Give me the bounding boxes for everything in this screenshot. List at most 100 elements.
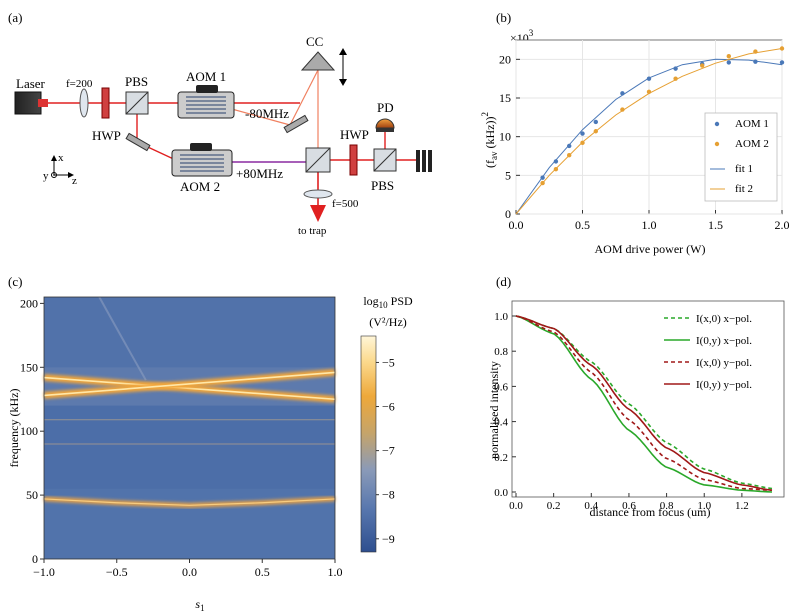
chart-d-ytick-label: 0.4 <box>494 417 508 429</box>
axis-x-label: x <box>58 152 64 164</box>
chart-c-ylabel: frequency (kHz) <box>7 389 21 468</box>
chart-b-point <box>620 107 625 112</box>
trap-label: to trap <box>298 225 327 237</box>
chart-b-legend-marker <box>714 121 720 127</box>
chart-c: frequency (kHz) s1 log10 PSD (V²/Hz) −1.… <box>7 294 413 613</box>
chart-b-point <box>779 46 785 51</box>
chart-b-ytick-label: 10 <box>499 130 511 144</box>
chart-b-legend-marker <box>714 141 720 147</box>
panel-label-a: (a) <box>8 10 22 25</box>
chart-b-ytick-label: 0 <box>505 207 511 221</box>
colorbar-tick-label: −8 <box>382 488 395 502</box>
chart-b-xtick-label: 1.5 <box>708 218 723 232</box>
cc-label: CC <box>306 34 323 49</box>
axis-y-label: y <box>43 170 49 182</box>
chart-b-legend-label: fit 1 <box>735 163 753 175</box>
chart-b-xtick-label: 0.5 <box>575 218 590 232</box>
colorbar <box>360 335 377 553</box>
arrow-to-trap-icon <box>310 205 326 222</box>
chart-b-point <box>753 49 758 54</box>
heatmap-band <box>44 297 335 368</box>
laser-icon <box>14 91 42 115</box>
chart-c-xtick-label: 0.0 <box>182 565 197 579</box>
chart-b-legend-label: AOM 2 <box>735 138 769 150</box>
beam-to-cc <box>289 69 319 126</box>
chart-b-xlabel: AOM drive power (W) <box>595 242 706 256</box>
chart-b-point <box>567 143 572 149</box>
chart-d-xtick-label: 0.0 <box>509 500 523 512</box>
hwp2-label: HWP <box>340 127 369 142</box>
chart-b-xtick-label: 2.0 <box>775 218 790 232</box>
chart-b-point <box>580 140 585 146</box>
chart-d-ytick-label: 0.0 <box>494 487 508 499</box>
axes-indicator <box>51 155 74 178</box>
chart-b: ×103 (fav (kHz))2 AOM drive power (W) 0.… <box>480 28 790 256</box>
chart-c-ytick-label: 200 <box>20 296 38 310</box>
beam-dump-icon <box>416 150 432 172</box>
optical-setup-diagram: Laser f=200 HWP PBS AOM 1 -80MHz CC <box>14 34 432 237</box>
chart-b-point <box>593 129 598 134</box>
chart-c-xtick-label: −1.0 <box>33 565 55 579</box>
chart-c-xtick-label: 1.0 <box>328 565 343 579</box>
chart-b-point <box>620 91 625 96</box>
chart-d-series-line <box>515 315 773 491</box>
chart-b-ytick-label: 5 <box>505 168 511 182</box>
chart-b-point <box>673 66 678 71</box>
heatmap-mode-line <box>43 498 336 506</box>
chart-d-ytick-label: 1.0 <box>494 311 508 323</box>
pd-label: PD <box>377 100 394 115</box>
chart-d-legend-label: I(x,0) y−pol. <box>696 357 752 369</box>
chart-b-point <box>540 180 545 186</box>
chart-d-series-line <box>515 315 773 493</box>
chart-b-point <box>580 131 585 136</box>
chart-d-xlabel: distance from focus (um) <box>590 505 711 519</box>
waveplate-icon <box>349 144 358 176</box>
panel-label-d: (d) <box>496 274 511 289</box>
freq1-label: -80MHz <box>245 106 289 121</box>
chart-b-xtick-label: 1.0 <box>642 218 657 232</box>
chart-d-frame <box>511 300 785 498</box>
chart-b-point <box>593 119 598 125</box>
chart-b-ytick-label: 15 <box>499 91 511 105</box>
chart-d-ylabel: normalised intensity <box>487 361 501 459</box>
chart-b-legend-label: AOM 1 <box>735 118 769 130</box>
chart-b-xtick-label: 0.0 <box>509 218 524 232</box>
waveplate-icon <box>101 87 110 119</box>
corner-cube-icon <box>300 51 336 71</box>
chart-d: normalised intensity distance from focus… <box>487 300 785 519</box>
chart-b-legend <box>704 112 778 202</box>
chart-c-xtick-label: 0.5 <box>255 565 270 579</box>
chart-b-point <box>726 60 731 65</box>
chart-c-ytick-label: 50 <box>26 488 38 502</box>
hwp1-label: HWP <box>92 128 121 143</box>
chart-d-xtick-label: 1.0 <box>697 500 711 512</box>
chart-b-point <box>540 175 545 180</box>
photodiode-icon <box>375 118 395 129</box>
chart-c-ytick-label: 0 <box>32 552 38 566</box>
chart-b-legend-label: fit 2 <box>735 183 753 195</box>
chart-c-xlabel: s1 <box>195 597 204 613</box>
colorbar-tick-label: −9 <box>382 532 395 546</box>
chart-c-xtick-label: −0.5 <box>106 565 128 579</box>
lens-icon <box>303 189 333 199</box>
chart-b-point <box>700 63 705 68</box>
chart-b-point <box>726 54 731 59</box>
chart-b-point <box>646 76 652 81</box>
lens-icon <box>79 88 89 118</box>
chart-d-ytick-label: 0.8 <box>494 346 508 358</box>
chart-d-xtick-label: 0.4 <box>584 500 598 512</box>
colorbar-tick-label: −7 <box>382 444 395 458</box>
aom1-label: AOM 1 <box>186 69 226 84</box>
heatmap-faint-line <box>98 296 147 381</box>
colorbar-units: (V²/Hz) <box>369 315 407 329</box>
chart-b-point <box>553 159 559 164</box>
chart-d-xtick-label: 0.6 <box>622 500 636 512</box>
colorbar-tick-label: −6 <box>382 400 395 414</box>
chart-d-series-line <box>515 315 773 491</box>
heatmap-mode-line <box>43 371 336 397</box>
heatmap-mode-line <box>43 376 336 401</box>
pbs1-label: PBS <box>125 74 148 89</box>
mirror-icon <box>283 114 309 134</box>
chart-d-xtick-label: 1.2 <box>735 500 749 512</box>
